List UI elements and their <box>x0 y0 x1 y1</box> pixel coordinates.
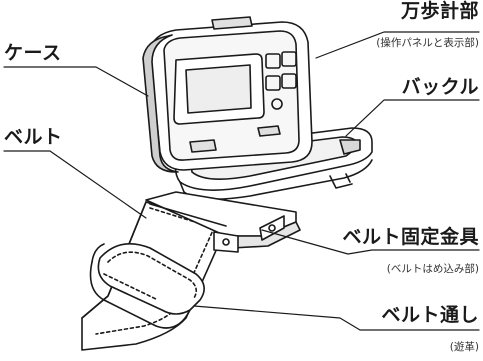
label-belt: ベルト <box>4 126 63 148</box>
label-belt-fixture: ベルト固定金具 <box>342 226 479 248</box>
label-pedometer: 万歩計部 <box>400 0 479 22</box>
belt-fixture <box>145 191 301 253</box>
label-pedometer-note: (操作パネルと表示部) <box>376 37 479 49</box>
pedometer-unit <box>142 16 313 173</box>
label-belt-loop-note: (遊革) <box>449 341 479 353</box>
label-belt-loop: ベルト通し <box>381 304 479 326</box>
label-case: ケース <box>4 42 62 64</box>
leader-lines <box>3 31 480 331</box>
belt-loop <box>89 242 205 329</box>
label-buckle: バックル <box>401 76 479 98</box>
label-belt-fixture-note: (ベルトはめ込み部) <box>386 263 479 275</box>
